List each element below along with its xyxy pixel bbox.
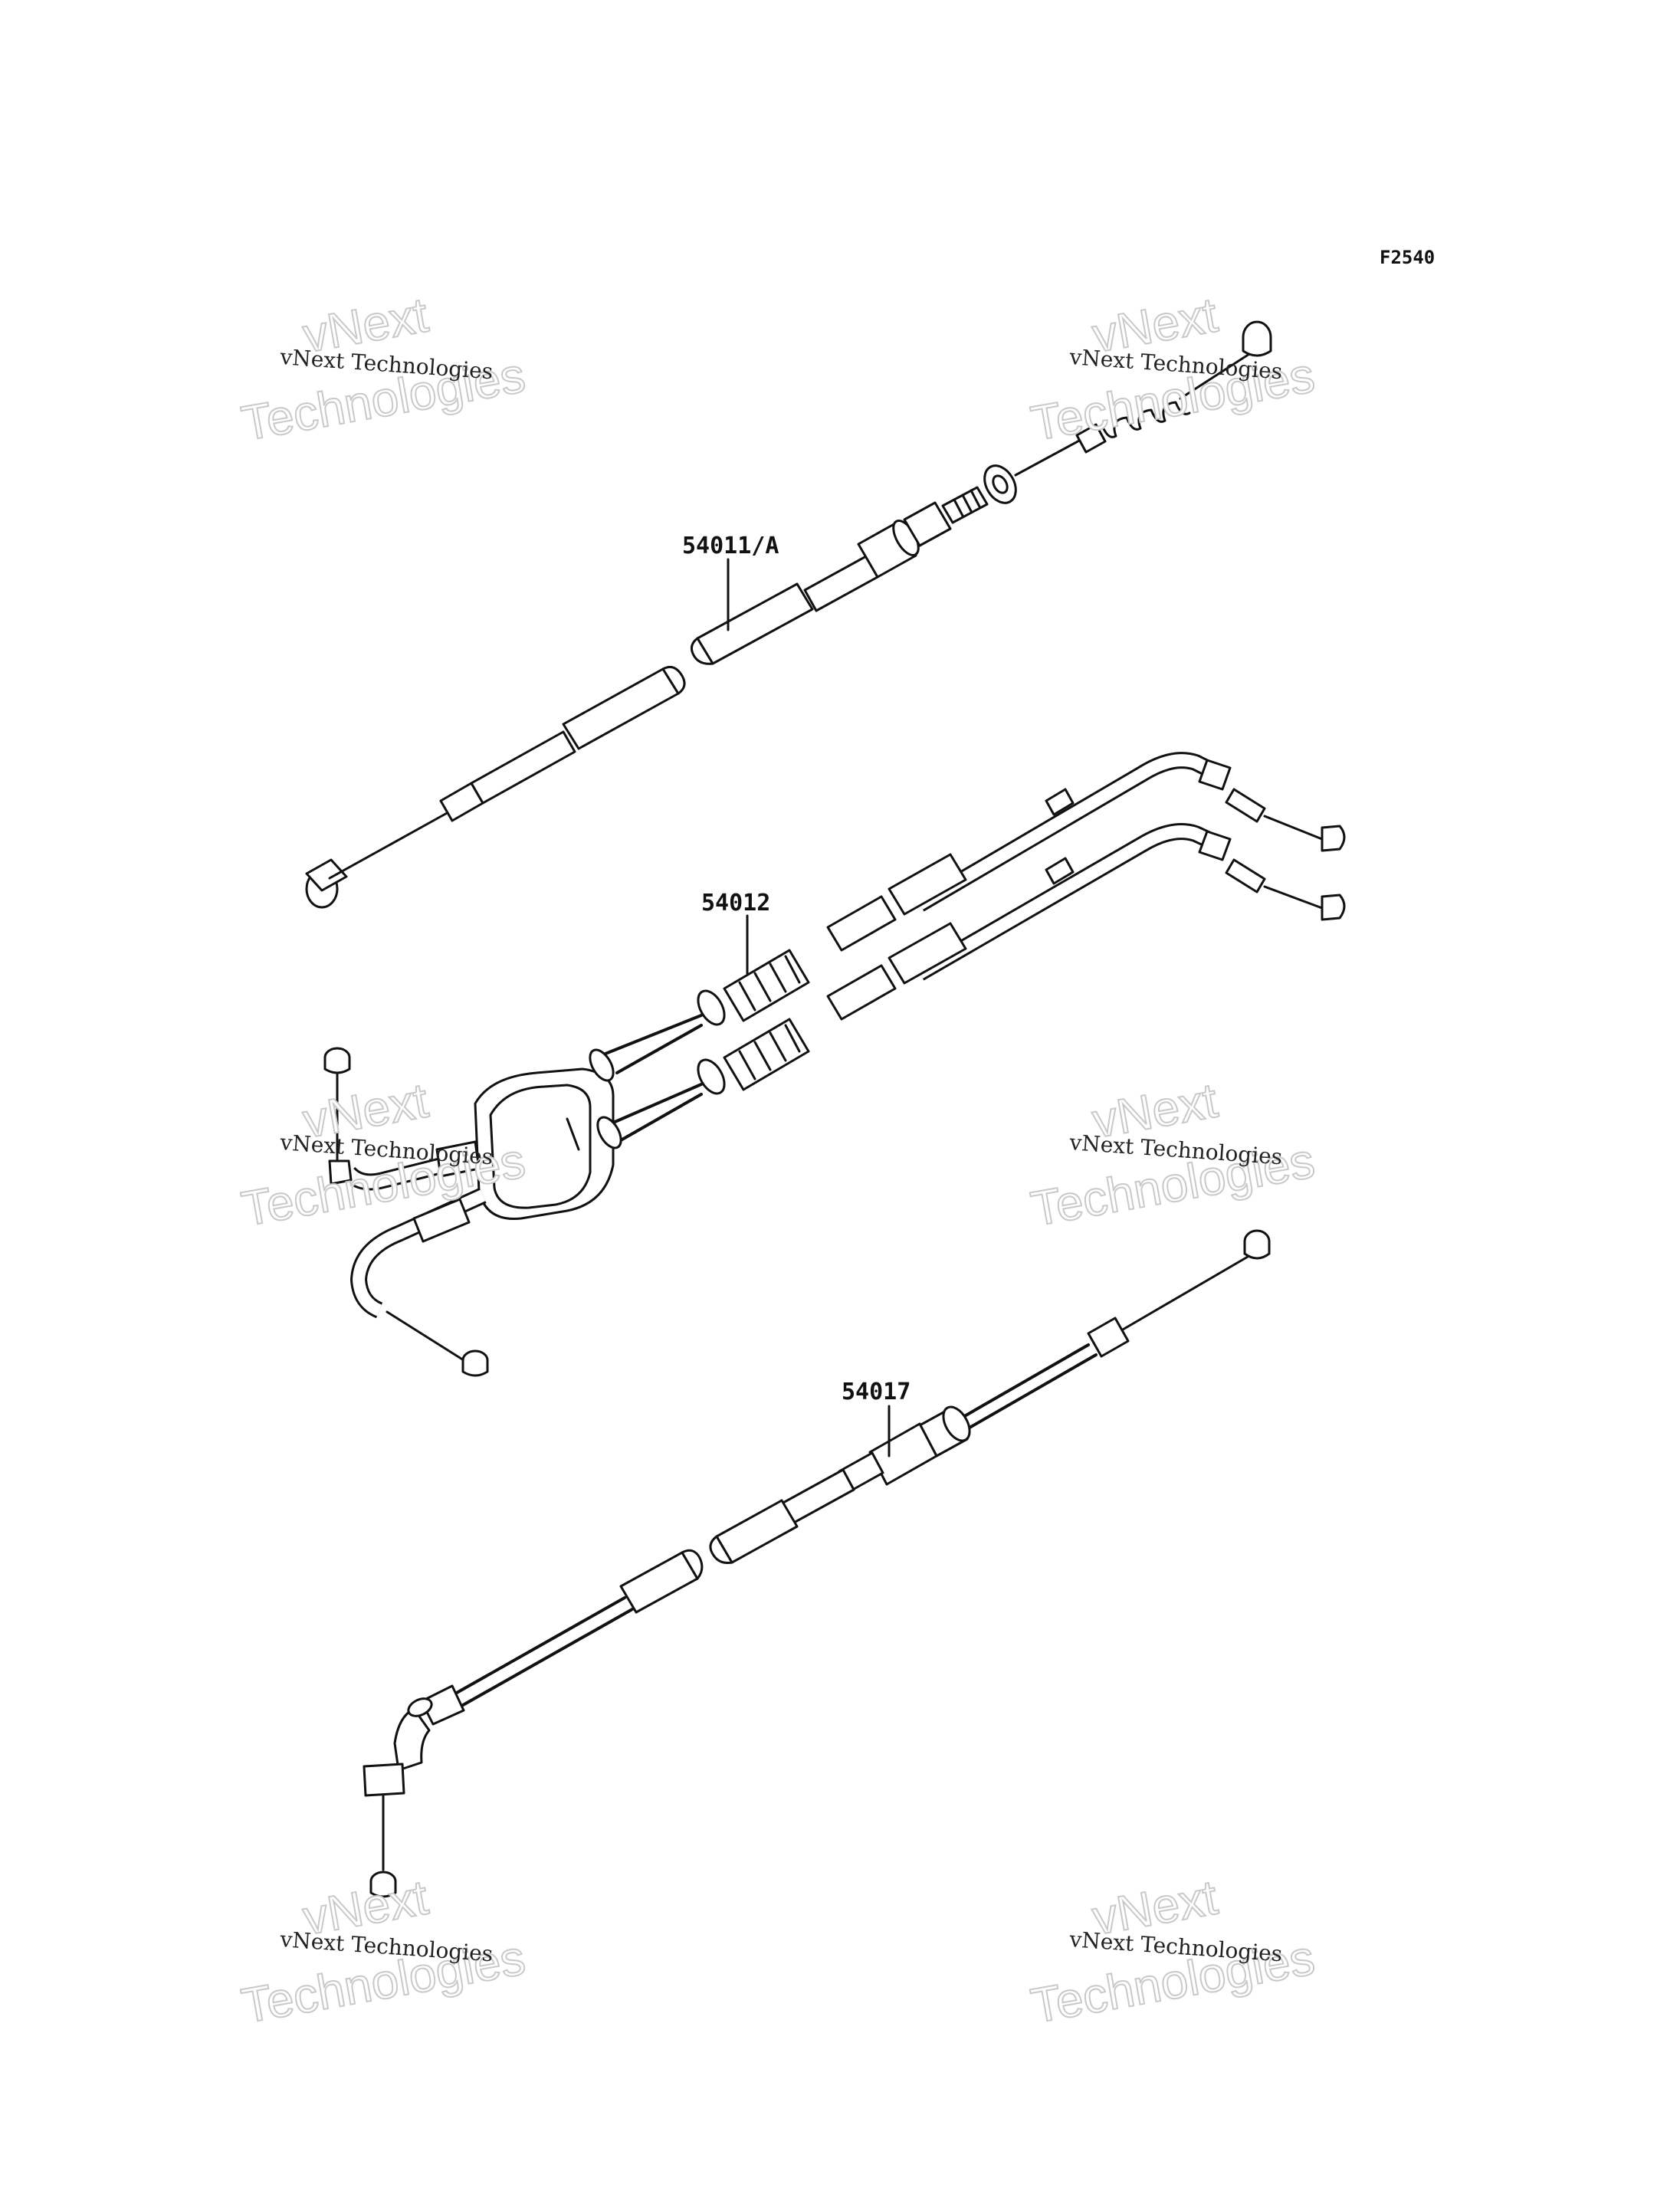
cable-end-barrel: [323, 1047, 351, 1074]
part-number-label: 54012: [701, 890, 770, 917]
cable-end-barrel: [461, 1349, 489, 1377]
bent-end-fitting: [363, 1684, 465, 1797]
cable-end-barrel: [305, 858, 348, 909]
return-spring: [1075, 401, 1191, 454]
watermark: vNext Technologies vNext Technologies: [1026, 1868, 1319, 2034]
watermark: vNext Technologies vNext Technologies: [1026, 1071, 1319, 1237]
part-number-label: 54011/A: [682, 533, 779, 559]
cable-end-barrel: [1242, 320, 1272, 357]
junction-box: [474, 1048, 622, 1221]
adjuster-collar: [838, 1405, 971, 1493]
cable-54017: 54017: [363, 1229, 1271, 1898]
adjuster-ribbed: [697, 1018, 810, 1095]
adjuster-ribbed: [697, 949, 810, 1026]
watermark: vNext Technologies vNext Technologies: [1026, 286, 1319, 451]
figure-code: F2540: [1380, 247, 1435, 268]
cable-end-barrel: [369, 1871, 397, 1898]
watermark: vNext Technologies vNext Technologies: [237, 1868, 530, 2034]
cable-end-barrel: [1321, 894, 1346, 921]
watermark: vNext Technologies vNext Technologies: [237, 286, 530, 451]
watermark: vNext Technologies vNext Technologies: [237, 1071, 530, 1237]
threaded-adjuster: [941, 486, 989, 524]
cable-end-barrel: [1243, 1229, 1271, 1260]
cable-54012: 54012: [323, 752, 1346, 1377]
cable-54011-a: 54011/A: [305, 320, 1272, 909]
part-number-label: 54017: [842, 1379, 911, 1405]
cable-end-barrel: [1321, 825, 1346, 852]
